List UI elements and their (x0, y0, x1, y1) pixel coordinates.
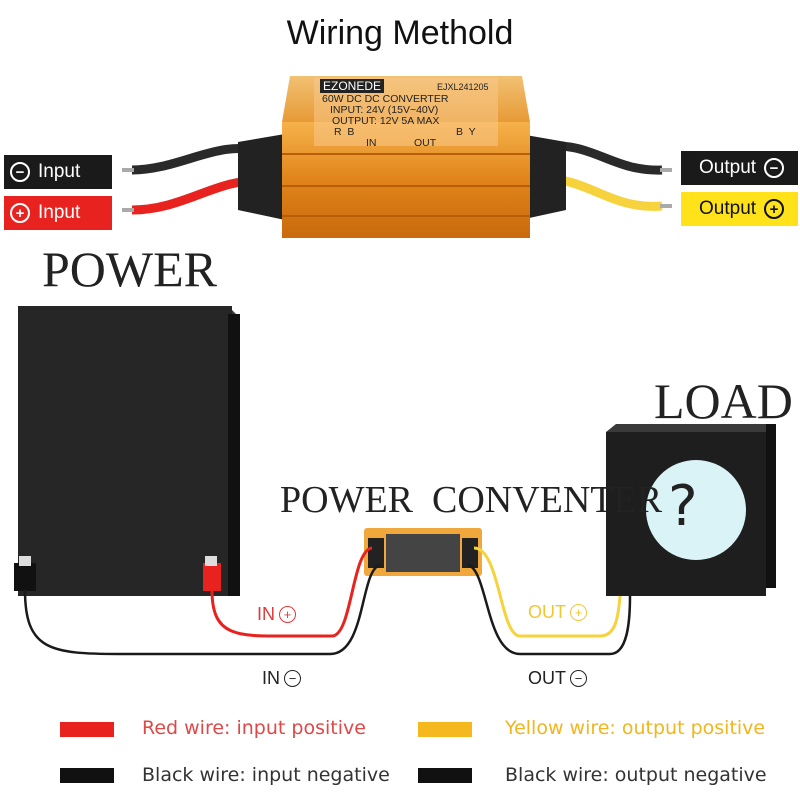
converter-spec-line2: INPUT: 24V (15V~40V) (330, 104, 439, 116)
output-positive-tag: Output + (681, 192, 798, 226)
out-positive-text: OUT (528, 602, 566, 622)
input-positive-tag-label: Input (38, 202, 81, 223)
out-positive-label: OUT+ (528, 602, 587, 623)
load-unknown-screen (646, 460, 746, 560)
converter-label: POWER CONVENTER (280, 479, 663, 521)
red-input-wire (210, 546, 373, 638)
converter-pins-right: B Y (456, 126, 476, 138)
input-negative-tag-label: Input (38, 161, 81, 182)
output-negative-tag-label: Output (699, 157, 757, 178)
converter-pins-in: IN (366, 137, 377, 149)
legend-text-red: Red wire: input positive (142, 717, 366, 739)
converter-spec-line1: 60W DC DC CONVERTER (322, 93, 449, 105)
legend-text-yellow: Yellow wire: output positive (505, 717, 766, 739)
input-positive-tag: + Input (4, 196, 112, 230)
converter-brand: EZONEDE (320, 79, 385, 93)
legend-swatch-yellow (418, 722, 472, 737)
yellow-output-wire (473, 546, 622, 638)
legend-swatch-black-input (60, 768, 114, 783)
converter-pins-out: OUT (414, 137, 437, 149)
load-label: LOAD (654, 373, 793, 429)
output-positive-tag-label: Output (699, 198, 757, 219)
converter-pins-left: R B (334, 126, 355, 138)
battery-negative-terminal (14, 563, 36, 591)
legend-text-black-output: Black wire: output negative (505, 764, 767, 786)
legend-swatch-black-output (418, 768, 472, 783)
in-positive-text: IN (257, 604, 275, 624)
plus-icon: + (279, 606, 296, 623)
out-negative-label: OUT− (528, 668, 587, 689)
output-negative-tag: Output − (681, 151, 798, 185)
question-icon: ? (668, 474, 698, 539)
in-negative-label: IN− (262, 668, 301, 689)
input-negative-tag: − Input (4, 155, 112, 189)
legend-text-black-input: Black wire: input negative (142, 764, 390, 786)
minus-icon: − (10, 162, 30, 182)
power-battery-box (18, 306, 240, 596)
in-negative-text: IN (262, 668, 280, 688)
converter-spec-line3: OUTPUT: 12V 5A MAX (332, 115, 440, 127)
plus-icon: + (570, 604, 587, 621)
battery-positive-terminal (203, 563, 221, 591)
minus-icon: − (284, 670, 301, 687)
black-input-wire (23, 563, 381, 656)
legend-swatch-red (60, 722, 114, 737)
minus-icon: − (764, 158, 785, 178)
power-label: POWER (42, 241, 217, 297)
out-negative-text: OUT (528, 668, 566, 688)
in-positive-label: IN+ (257, 604, 296, 625)
plus-icon: + (764, 199, 785, 219)
converter-product-image (122, 76, 672, 238)
plus-icon: + (10, 203, 30, 223)
diagram-converter-module (364, 528, 482, 576)
minus-icon: − (570, 670, 587, 687)
converter-model: EJXL241205 (437, 82, 489, 92)
black-output-wire (467, 563, 632, 656)
page-title: Wiring Methold (286, 14, 514, 52)
